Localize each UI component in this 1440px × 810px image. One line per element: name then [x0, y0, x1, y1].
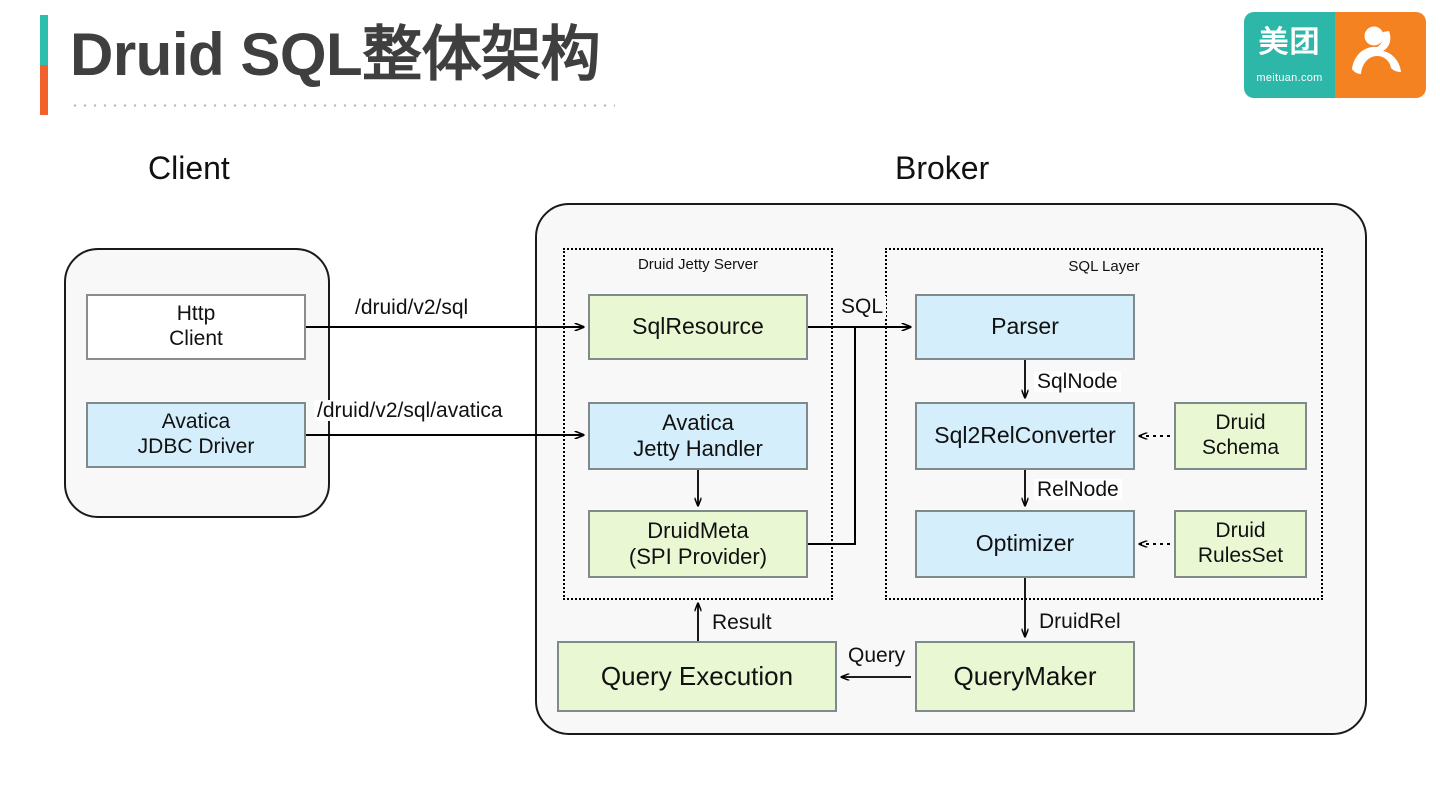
node-avatica-jetty-handler[interactable]: Avatica Jetty Handler: [588, 402, 808, 470]
node-sql-resource[interactable]: SqlResource: [588, 294, 808, 360]
edge-label-druid-v2-sql-avatica: /druid/v2/sql/avatica: [314, 400, 506, 421]
page-title: Druid SQL整体架构: [70, 21, 601, 88]
group-label-broker: Broker: [895, 150, 990, 186]
logo-domain-text: meituan.com: [1256, 72, 1323, 84]
edge-label-druidrel: DruidRel: [1036, 611, 1124, 632]
node-parser[interactable]: Parser: [915, 294, 1135, 360]
edge-label-result: Result: [709, 612, 775, 633]
meituan-logo: 美团 meituan.com: [1244, 12, 1426, 98]
node-optimizer[interactable]: Optimizer: [915, 510, 1135, 578]
title-accent-bar: [40, 15, 48, 115]
edge-label-query: Query: [845, 645, 909, 666]
edge-label-sql: SQL: [838, 296, 887, 317]
druid-jetty-server-label: Druid Jetty Server: [637, 256, 759, 273]
kangaroo-mascot-icon: [1352, 26, 1401, 74]
edge-label-druid-v2-sql: /druid/v2/sql: [352, 297, 472, 318]
node-druid-schema[interactable]: Druid Schema: [1174, 402, 1307, 470]
node-http-client[interactable]: Http Client: [86, 294, 306, 360]
node-query-execution[interactable]: Query Execution: [557, 641, 837, 712]
sql-layer-box: [885, 248, 1323, 600]
edge-label-sqlnode: SqlNode: [1034, 371, 1121, 392]
arrow-druid-meta-to-sql-line: [808, 327, 856, 545]
accent-bar-teal-segment: [40, 15, 48, 65]
edge-label-relnode: RelNode: [1034, 479, 1122, 500]
client-container: [64, 248, 330, 518]
node-druid-meta[interactable]: DruidMeta (SPI Provider): [588, 510, 808, 578]
group-label-client: Client: [148, 150, 230, 186]
druid-jetty-server-box: [563, 248, 833, 600]
node-sql2rel-converter[interactable]: Sql2RelConverter: [915, 402, 1135, 470]
logo-left-panel: 美团 meituan.com: [1244, 12, 1335, 98]
node-query-maker[interactable]: QueryMaker: [915, 641, 1135, 712]
node-avatica-jdbc-driver[interactable]: Avatica JDBC Driver: [86, 402, 306, 468]
accent-bar-orange-segment: [40, 65, 48, 115]
logo-right-panel: [1335, 12, 1426, 98]
logo-chinese-text: 美团: [1258, 26, 1321, 59]
node-druid-rules-set[interactable]: Druid RulesSet: [1174, 510, 1307, 578]
sql-layer-label: SQL Layer: [1068, 258, 1140, 275]
title-dotted-underline: [70, 104, 615, 107]
